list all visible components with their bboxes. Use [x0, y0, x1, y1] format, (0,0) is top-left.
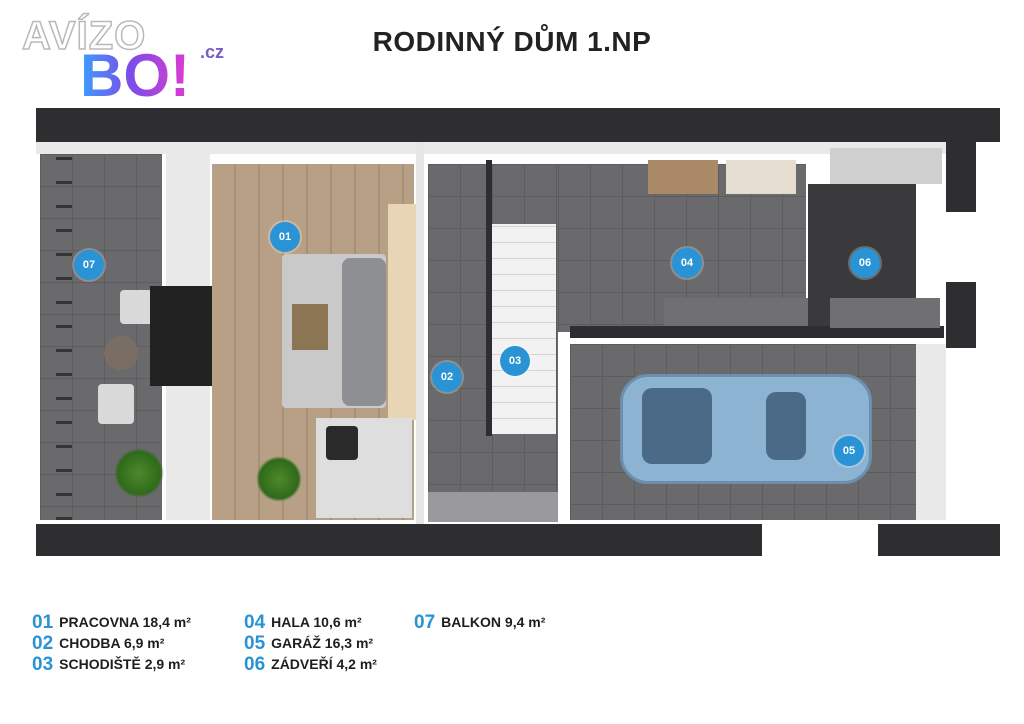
- hall-wardrobe: [664, 298, 828, 328]
- car-windshield: [642, 388, 712, 464]
- legend-label: CHODBA 6,9 m²: [59, 635, 165, 651]
- wall-bottom-right: [878, 524, 1000, 556]
- legend-label: GARÁŽ 16,3 m²: [271, 635, 374, 651]
- stair-wall: [486, 160, 492, 436]
- logo-aviz-wordmark: AVÍZO: [21, 13, 147, 59]
- legend-label: PRACOVNA 18,4 m²: [59, 614, 191, 630]
- legend-number: 02: [32, 633, 54, 654]
- legend-label: BALKON 9,4 m²: [441, 614, 546, 630]
- brand-logo: AVÍZO .cz BO!: [21, 13, 242, 109]
- legend-item-03: 03 SCHODIŠTĚ 2,9 m²: [32, 654, 185, 676]
- office-sofa: [342, 258, 386, 406]
- legend-number: 03: [32, 654, 54, 675]
- page-title: RODINNÝ DŮM 1.NP: [372, 26, 652, 57]
- room-marker-03: 03: [500, 346, 530, 376]
- logo-domain-suffix: .cz: [200, 42, 225, 62]
- hall-cabinet: [428, 492, 558, 522]
- balcony-plant: [114, 448, 164, 498]
- room-marker-05: 05: [834, 436, 864, 466]
- vestibule-cabinet: [830, 298, 940, 328]
- legend-item-07: 07 BALKON 9,4 m²: [414, 612, 545, 634]
- wood-panel: [388, 204, 416, 420]
- garage-door: [916, 344, 946, 520]
- staircase: [490, 224, 556, 434]
- wall-hall-garage: [570, 326, 944, 338]
- legend-label: ZÁDVEŘÍ 4,2 m²: [271, 656, 377, 672]
- legend-item-05: 05 GARÁŽ 16,3 m²: [244, 633, 373, 655]
- wall-top: [36, 108, 1000, 142]
- legend-item-04: 04 HALA 10,6 m²: [244, 612, 362, 634]
- floor-plan: 01 02 03 04 05 06 07: [36, 108, 1000, 558]
- legend-item-06: 06 ZÁDVEŘÍ 4,2 m²: [244, 654, 377, 676]
- bench-seat: [150, 286, 216, 386]
- wall-bottom-left: [36, 524, 762, 556]
- legend-number: 01: [32, 612, 54, 633]
- legend-number: 05: [244, 633, 266, 654]
- legend-number: 06: [244, 654, 266, 675]
- light-border: [36, 142, 946, 154]
- room-marker-02: 02: [432, 362, 462, 392]
- vestibule-closet: [830, 148, 942, 184]
- side-table: [104, 336, 138, 370]
- hall-shoe-cabinet: [648, 160, 718, 194]
- balcony-railing: [56, 154, 72, 520]
- logo-bo-wordmark: BO!: [80, 42, 190, 109]
- room-marker-06: 06: [850, 248, 880, 278]
- hall-bench: [726, 160, 796, 194]
- legend-number: 04: [244, 612, 266, 633]
- balcony-chair: [98, 384, 134, 424]
- room-marker-07: 07: [74, 250, 104, 280]
- wall-office-hall: [416, 142, 424, 524]
- legend-item-01: 01 PRACOVNA 18,4 m²: [32, 612, 191, 634]
- room-legend: 01 PRACOVNA 18,4 m² 02 CHODBA 6,9 m² 03 SCH…: [32, 612, 592, 682]
- coffee-table: [292, 304, 328, 350]
- car-rear-window: [766, 392, 806, 460]
- legend-item-02: 02 CHODBA 6,9 m²: [32, 633, 164, 655]
- legend-label: SCHODIŠTĚ 2,9 m²: [59, 656, 186, 672]
- wall-right-mid: [946, 282, 976, 348]
- wall-right-upper: [946, 142, 976, 212]
- room-marker-01: 01: [270, 222, 300, 252]
- office-chair: [326, 426, 358, 460]
- room-marker-04: 04: [672, 248, 702, 278]
- office-plant: [256, 456, 302, 502]
- legend-label: HALA 10,6 m²: [271, 614, 362, 630]
- legend-number: 07: [414, 612, 436, 633]
